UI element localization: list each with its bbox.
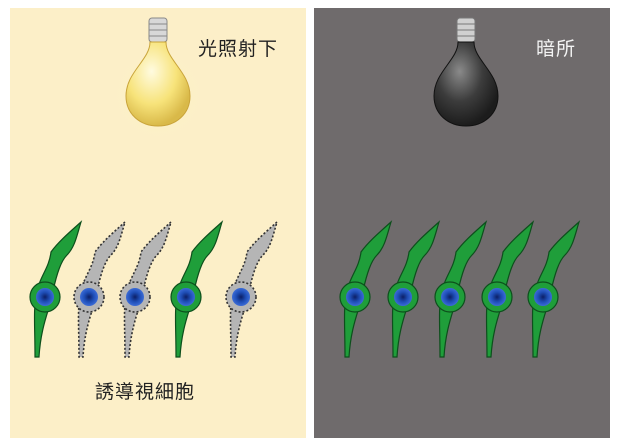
cell-nucleus [488, 288, 506, 306]
active-photoreceptor-cell [434, 220, 488, 358]
dark-panel-title: 暗所 [535, 38, 576, 60]
light-bulb-lit-icon [106, 17, 210, 147]
active-photoreceptor-cell [170, 220, 224, 358]
light-bulb-unlit-icon [433, 17, 499, 127]
inactive-photoreceptor-cell [225, 219, 279, 358]
cell-nucleus [36, 288, 54, 306]
light-panel-title: 光照射下 [197, 38, 278, 60]
dark-cell-group [339, 220, 581, 358]
active-photoreceptor-cell [29, 220, 83, 358]
cell-nucleus [80, 288, 98, 306]
active-photoreceptor-cell [339, 220, 393, 358]
inactive-photoreceptor-cell [73, 219, 127, 358]
inactive-photoreceptor-cell [119, 219, 173, 358]
active-photoreceptor-cell [527, 220, 581, 358]
active-photoreceptor-cell [387, 220, 441, 358]
active-photoreceptor-cell [481, 220, 535, 358]
cell-nucleus [232, 288, 250, 306]
cell-nucleus [394, 288, 412, 306]
cell-nucleus [346, 288, 364, 306]
cell-nucleus [177, 288, 195, 306]
cell-nucleus [534, 288, 552, 306]
induced-photoreceptor-caption: 誘導視細胞 [95, 381, 196, 403]
cell-nucleus [126, 288, 144, 306]
cell-nucleus [441, 288, 459, 306]
light-cell-group [29, 219, 279, 358]
